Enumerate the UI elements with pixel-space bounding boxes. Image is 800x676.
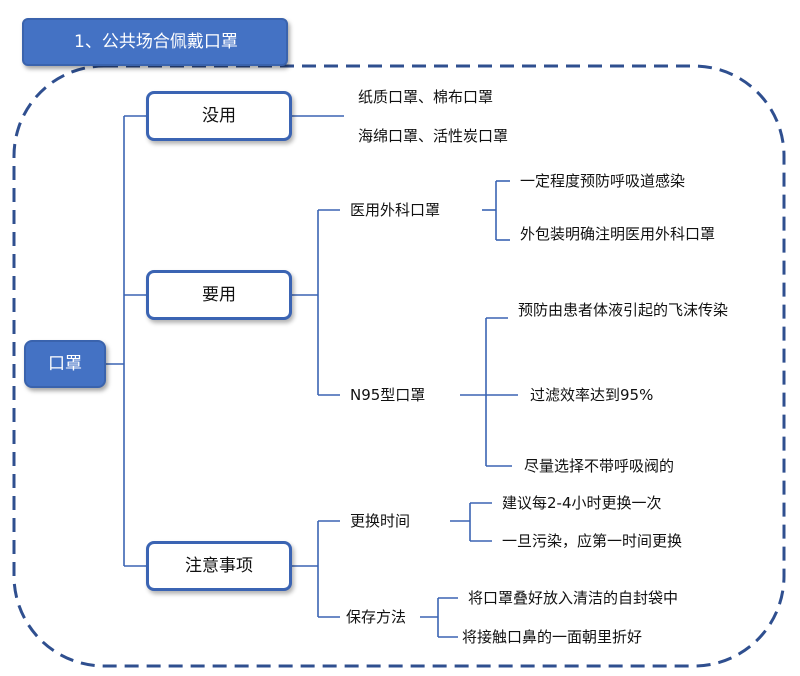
leaf-prevent-droplets: 预防由患者体液引起的飞沫传染 — [518, 301, 729, 319]
leaf-prevent-respiratory: 一定程度预防呼吸道感染 — [520, 172, 686, 190]
root-node[interactable]: 口罩 — [24, 340, 106, 388]
category-node-useless[interactable]: 没用 — [146, 91, 292, 141]
leaf-paper-cotton-mask: 纸质口罩、棉布口罩 — [358, 88, 494, 106]
category-node-notes[interactable]: 注意事项 — [146, 541, 292, 591]
category-node-required[interactable]: 要用 — [146, 270, 292, 320]
leaf-filter-efficiency: 过滤效率达到95% — [530, 386, 654, 404]
branch-replacement-time[interactable]: 更换时间 — [350, 512, 411, 530]
leaf-fold-into-bag: 将口罩叠好放入清洁的自封袋中 — [468, 589, 679, 607]
section-title: 1、公共场合佩戴口罩 — [22, 18, 288, 66]
leaf-replace-when-contaminated: 一旦污染，应第一时间更换 — [502, 532, 683, 550]
branch-n95-mask[interactable]: N95型口罩 — [350, 386, 426, 404]
dashed-frame — [12, 64, 786, 668]
branch-surgical-mask[interactable]: 医用外科口罩 — [350, 201, 441, 219]
leaf-sponge-carbon-mask: 海绵口罩、活性炭口罩 — [358, 127, 509, 145]
branch-storage-method[interactable]: 保存方法 — [346, 608, 407, 626]
leaf-fold-inside: 将接触口鼻的一面朝里折好 — [462, 628, 643, 646]
leaf-surgical-labeling: 外包装明确注明医用外科口罩 — [520, 225, 716, 243]
leaf-replace-interval: 建议每2-4小时更换一次 — [502, 494, 662, 512]
leaf-no-valve: 尽量选择不带呼吸阀的 — [524, 457, 675, 475]
